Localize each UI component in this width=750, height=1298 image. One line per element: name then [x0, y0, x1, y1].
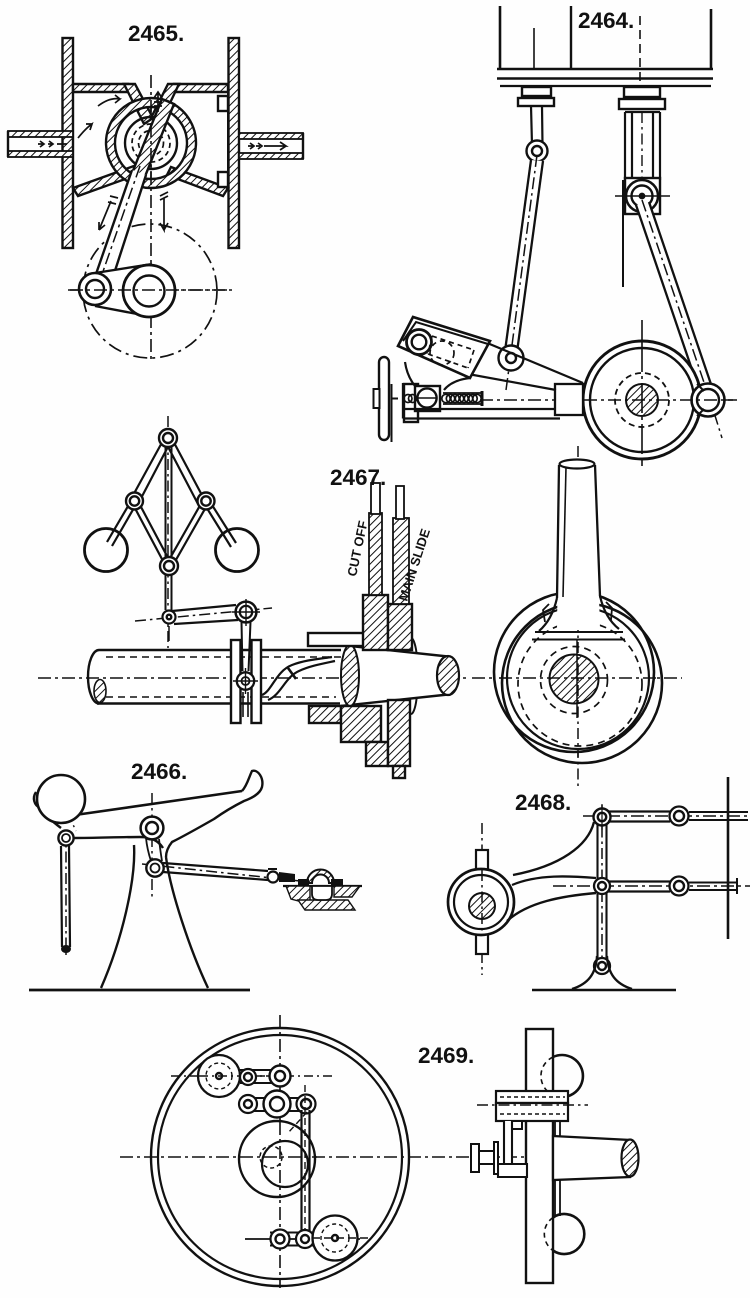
- svg-text:CUT OFF: CUT OFF: [344, 519, 370, 577]
